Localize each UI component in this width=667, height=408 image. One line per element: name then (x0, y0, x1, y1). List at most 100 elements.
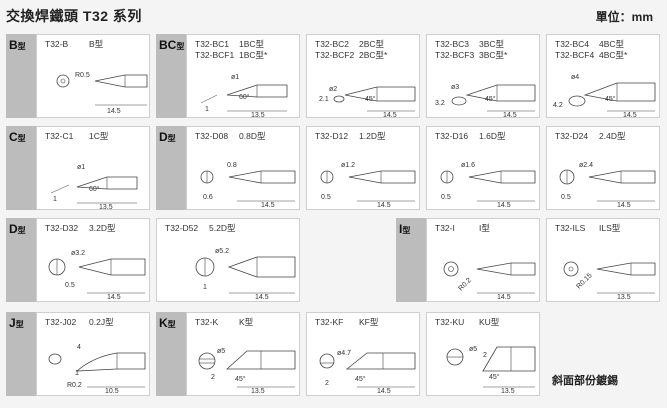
cell-d08: T32-D08 0.8D型 0.8 0.6 14.5 (186, 126, 300, 210)
svg-text:45°: 45° (355, 375, 366, 383)
svg-text:60°: 60° (239, 93, 250, 101)
tip-type: 0.8D型 (239, 131, 266, 141)
svg-text:14.5: 14.5 (255, 294, 269, 301)
tip-drawing-bc3: ø33.2 45°14.5 (435, 84, 536, 119)
model-name: T32-D16 (435, 131, 469, 141)
cell-d52: T32-D52 5.2D型 ø5.2 1 14.5 (156, 218, 300, 302)
tip-drawing-bc1: ø11 60°13.5 (200, 74, 288, 119)
tip-type: KF型 (359, 317, 379, 327)
footer-note: 斜面部份鍍錫 (552, 375, 618, 387)
tip-type: I型 (479, 223, 490, 233)
model-name: T32-D32 (45, 223, 79, 233)
page-title: 交換焊鐵頭 T32 系列 (6, 8, 142, 24)
tip-type: 1.2D型 (359, 131, 386, 141)
tag-i: I型 (396, 218, 426, 302)
tip-drawing-ku: ø5 2 45°13.5 (446, 346, 536, 395)
svg-text:14.5: 14.5 (377, 202, 391, 209)
tag-b: B型 (6, 34, 36, 118)
cell-d32: T32-D32 3.2D型 ø3.2 0.5 14.5 (36, 218, 150, 302)
svg-text:0.8: 0.8 (227, 162, 237, 169)
tip-type: 2BC型 2BC型* (359, 39, 388, 60)
tip-drawing-d08: 0.8 0.6 14.5 (200, 162, 296, 209)
model-name: T32-KU (435, 317, 465, 327)
tag-c: C型 (6, 126, 36, 210)
svg-text:13.5: 13.5 (251, 112, 265, 119)
model-name: T32-D12 (315, 131, 349, 141)
tip-drawing-j02: 4 1 R0.2 10.5 (48, 344, 146, 395)
svg-text:14.5: 14.5 (377, 388, 391, 395)
svg-text:2: 2 (483, 352, 487, 359)
tip-type: 1BC型 1BC型* (239, 39, 268, 60)
tag-d: D型 (156, 126, 186, 210)
svg-text:14.5: 14.5 (503, 112, 517, 119)
svg-text:0.5: 0.5 (65, 282, 75, 289)
tip-type: 1.6D型 (479, 131, 506, 141)
model-name: T32-J02 (45, 317, 77, 327)
model-name: T32-BC3 T32-BCF3 (435, 39, 475, 60)
svg-text:4: 4 (77, 344, 81, 351)
tip-type: 3.2D型 (89, 223, 116, 233)
tag-d-2: D型 (6, 218, 36, 302)
tip-drawing-d32: ø3.2 0.5 14.5 (48, 250, 146, 301)
svg-text:14.5: 14.5 (497, 202, 511, 209)
svg-text:1: 1 (203, 284, 207, 291)
svg-text:ø4.7: ø4.7 (337, 350, 351, 357)
svg-text:1: 1 (205, 106, 209, 113)
tip-type: 1C型 (89, 131, 109, 141)
tip-type: B型 (89, 39, 104, 49)
model-name: T32-ILS (555, 223, 586, 233)
model-name: T32-C1 (45, 131, 74, 141)
svg-text:4.2: 4.2 (553, 102, 563, 109)
svg-text:0.6: 0.6 (203, 194, 213, 201)
svg-text:ø5: ø5 (469, 346, 477, 353)
tip-drawing-bc2: ø22.1 45°14.5 (319, 86, 416, 119)
svg-text:0.5: 0.5 (321, 194, 331, 201)
cell-j02: T32-J02 0.2J型 4 1 R0.2 10.5 (36, 312, 150, 396)
tip-drawing-ils: R0.15 13.5 (563, 261, 656, 301)
tip-drawing-bc4: ø44.2 45°14.5 (553, 74, 656, 119)
model-name: T32-D08 (195, 131, 229, 141)
svg-text:ø1.6: ø1.6 (461, 162, 475, 169)
svg-text:45°: 45° (235, 375, 246, 383)
svg-text:14.5: 14.5 (261, 202, 275, 209)
svg-text:ø5.2: ø5.2 (215, 248, 229, 255)
model-name: T32-D24 (555, 131, 589, 141)
cell-d16: T32-D16 1.6D型 ø1.6 0.5 14.5 (426, 126, 540, 210)
svg-text:R0.15: R0.15 (575, 272, 593, 290)
svg-text:60°: 60° (89, 185, 100, 193)
tip-drawing-d12: ø1.2 0.5 14.5 (320, 162, 416, 209)
svg-text:ø2.4: ø2.4 (579, 162, 593, 169)
svg-text:45°: 45° (365, 95, 376, 103)
svg-text:45°: 45° (489, 373, 500, 381)
svg-text:13.5: 13.5 (501, 388, 515, 395)
svg-text:ø3: ø3 (451, 84, 459, 91)
model-name: T32-I (435, 223, 455, 233)
svg-text:10.5: 10.5 (105, 388, 119, 395)
model-name: T32-B (45, 39, 69, 49)
model-name: T32-D52 (165, 223, 199, 233)
svg-text:R0.2: R0.2 (67, 382, 82, 389)
svg-text:0.5: 0.5 (441, 194, 451, 201)
tip-drawing-d24: ø2.40.514.5 (559, 162, 656, 209)
svg-text:ø1.2: ø1.2 (341, 162, 355, 169)
tip-type: 0.2J型 (89, 317, 114, 327)
tag-bc: BC型 (156, 34, 186, 118)
svg-text:R0.5: R0.5 (75, 72, 90, 79)
svg-text:14.5: 14.5 (107, 294, 121, 301)
tip-drawing-b: R0.514.5 (56, 72, 148, 115)
model-name: T32-K (195, 317, 219, 327)
svg-text:13.5: 13.5 (617, 294, 631, 301)
tip-drawing-i: R0.214.5 (443, 261, 536, 301)
svg-text:1: 1 (75, 370, 79, 377)
svg-text:ø3.2: ø3.2 (71, 250, 85, 257)
tip-type: 5.2D型 (209, 223, 236, 233)
svg-text:0.5: 0.5 (561, 194, 571, 201)
tip-drawing-d16: ø1.6 0.5 14.5 (440, 162, 536, 209)
tip-type: 4BC型 4BC型* (599, 39, 628, 60)
tip-drawing-c1: ø11 60°13.5 (50, 164, 138, 211)
tag-j: J型 (6, 312, 36, 396)
